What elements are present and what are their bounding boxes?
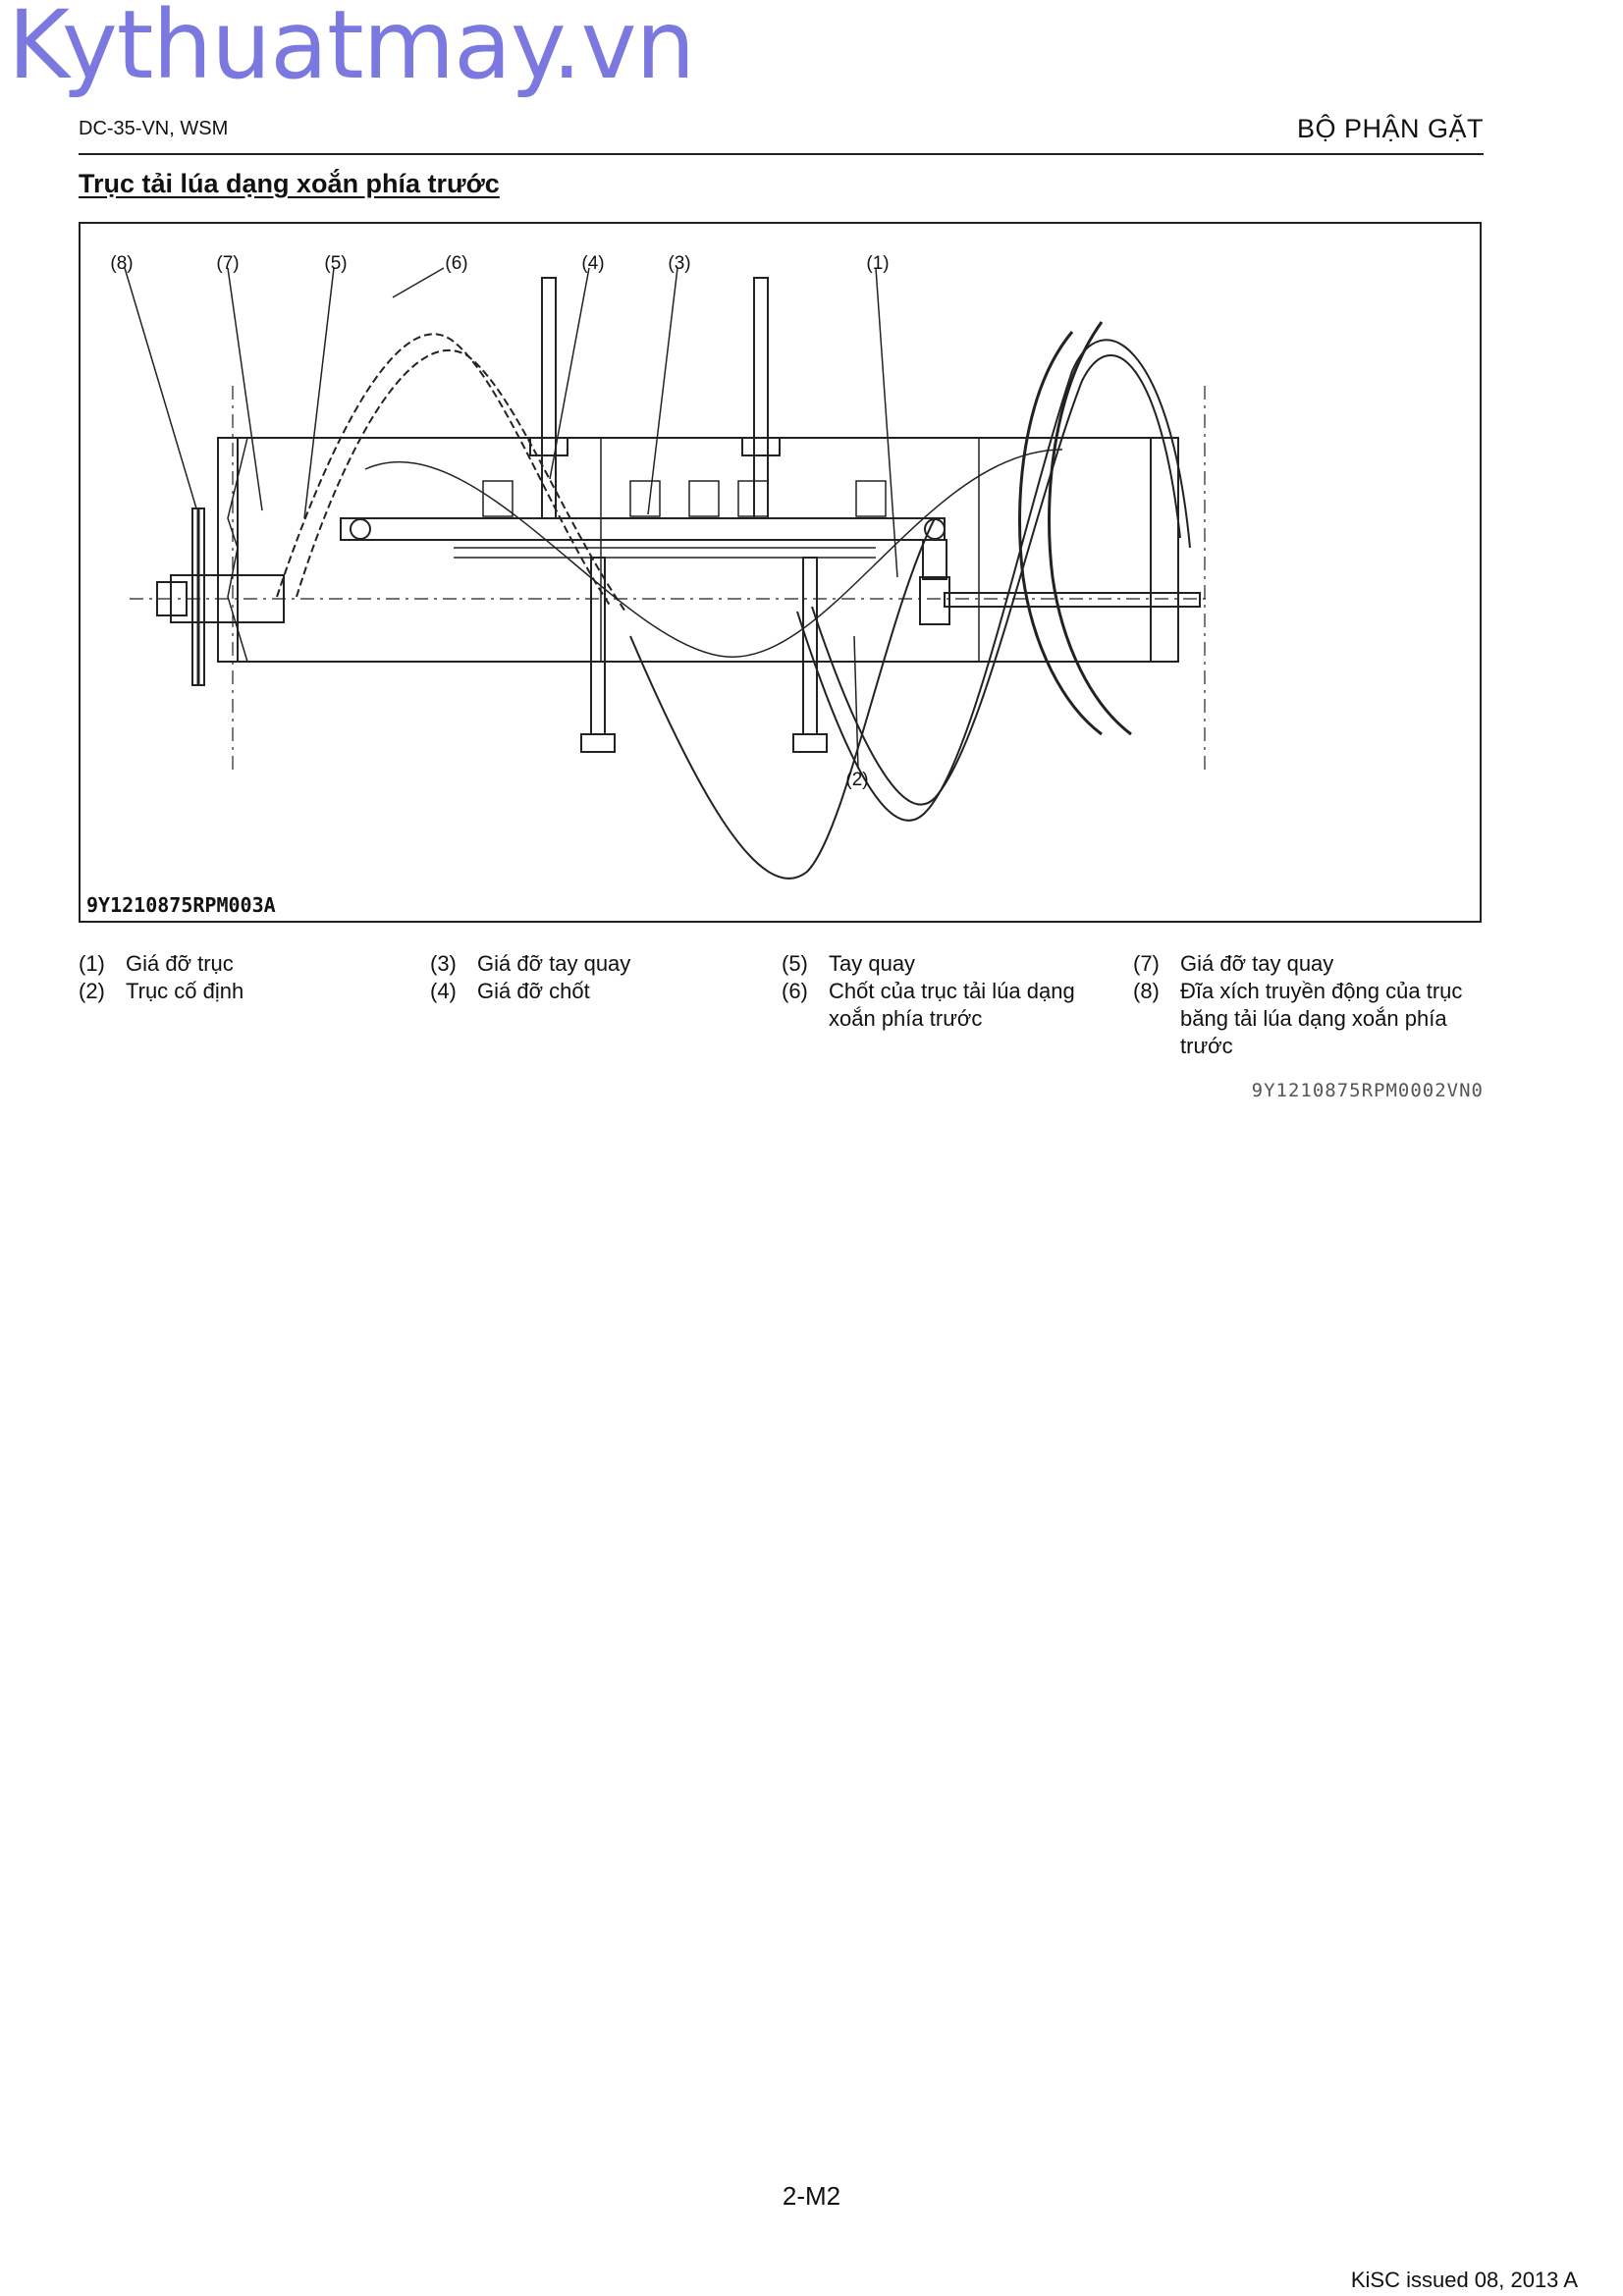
legend-column-4: (7) Giá đỡ tay quay (8) Đĩa xích truyền …	[1133, 950, 1484, 1060]
legend-item: (3) Giá đỡ tay quay	[430, 951, 631, 976]
auger-diagram: (8) (7) (5) (6) (4) (3) (1) (2) 9Y121087…	[79, 222, 1482, 923]
callout-2: (2)	[845, 770, 869, 790]
auger-drum	[237, 437, 1152, 663]
document-code: 9Y1210875RPM0002VN0	[1251, 1080, 1484, 1101]
callout-3: (3)	[668, 253, 691, 274]
header-section: BỘ PHẬN GẶT	[1296, 114, 1484, 143]
auger-drawing	[124, 267, 1210, 880]
legend-item: (5) Tay quay	[782, 951, 916, 976]
legend-item: (6) Chốt của trục tải lúa dạng xoắn phía…	[782, 979, 1075, 1031]
callout-4: (4)	[581, 253, 605, 274]
callout-1: (1)	[866, 253, 890, 274]
footer-issue: KiSC issued 08, 2013 A	[1350, 2268, 1578, 2292]
callout-8: (8)	[110, 253, 134, 274]
watermark: Kythuatmay.vn	[8, 0, 695, 100]
header-rule	[79, 153, 1484, 155]
header-doc-id: DC-35-VN, WSM	[79, 118, 229, 139]
callout-5: (5)	[324, 253, 348, 274]
crank-arm	[340, 517, 946, 541]
section-title: Trục tải lúa dạng xoắn phía trước	[79, 169, 500, 198]
legend-item: (4) Giá đỡ chốt	[430, 979, 590, 1003]
callout-7: (7)	[216, 253, 240, 274]
figure-code: 9Y1210875RPM003A	[86, 893, 276, 917]
legend-item: (1) Giá đỡ trục	[79, 951, 234, 976]
legend-item: (2) Trục cố định	[79, 979, 244, 1003]
legend-column-3: (5) Tay quay (6) Chốt của trục tải lúa d…	[782, 950, 1115, 1033]
callout-6: (6)	[445, 253, 468, 274]
legend-column-2: (3) Giá đỡ tay quay (4) Giá đỡ chốt	[430, 950, 764, 1005]
legend-item: (8) Đĩa xích truyền động của trục băng t…	[1133, 979, 1463, 1058]
legend-item: (7) Giá đỡ tay quay	[1133, 951, 1334, 976]
page-number: 2-M2	[782, 2181, 841, 2211]
legend-column-1: (1) Giá đỡ trục (2) Trục cố định	[79, 950, 412, 1005]
